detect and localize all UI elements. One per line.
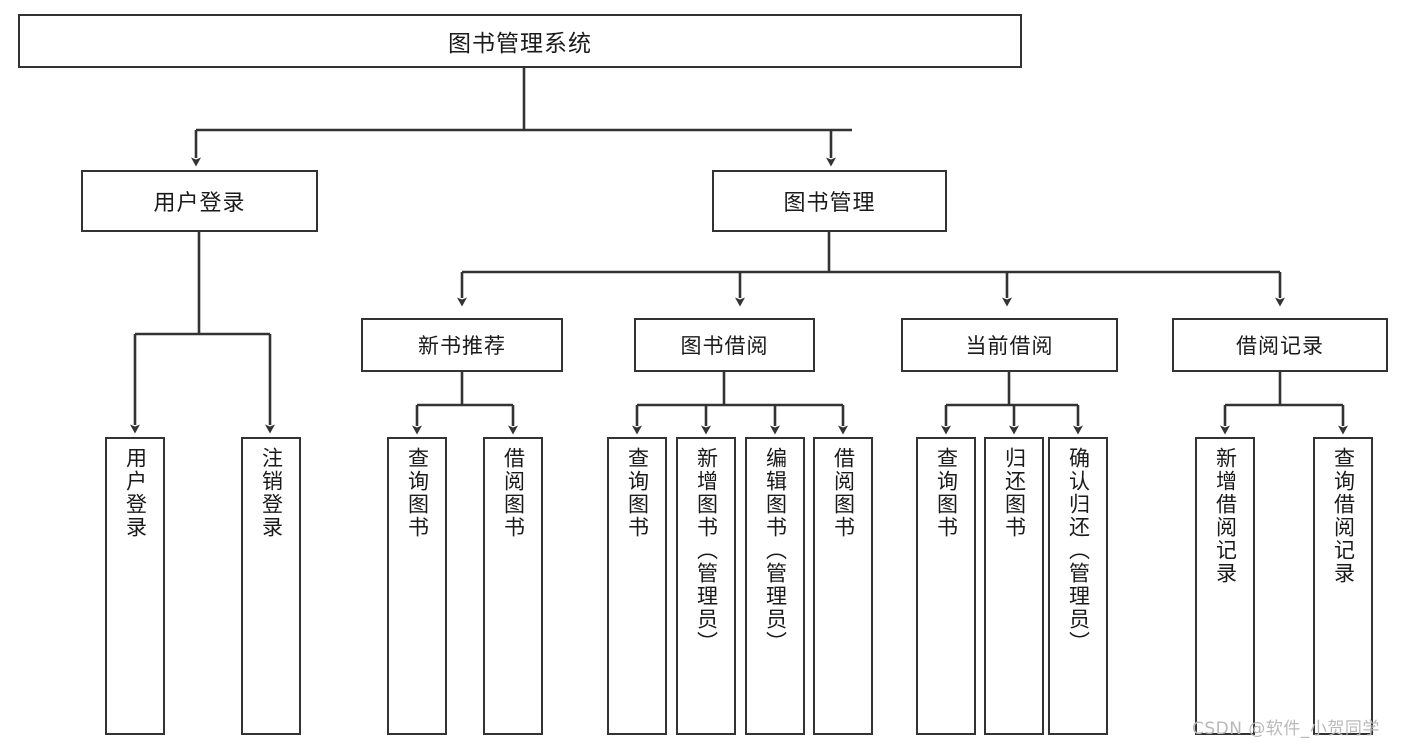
leaf-book-borrow-query[interactable]: 查询图书 [607, 437, 667, 735]
node-current-borrow[interactable]: 当前借阅 [901, 318, 1118, 372]
node-label: 用户登录 [123, 447, 148, 539]
node-book-management[interactable]: 图书管理 [712, 170, 947, 232]
node-label: 新书推荐 [418, 334, 506, 358]
leaf-borrow-record-query[interactable]: 查询借阅记录 [1313, 437, 1373, 735]
node-root-system[interactable]: 图书管理系统 [18, 14, 1022, 68]
node-label: 借阅图书 [831, 447, 856, 539]
leaf-current-borrow-return[interactable]: 归还图书 [984, 437, 1044, 735]
leaf-borrow-record-add[interactable]: 新增借阅记录 [1195, 437, 1255, 735]
leaf-new-book-borrow[interactable]: 借阅图书 [483, 437, 543, 735]
node-label: 查询图书 [934, 447, 959, 539]
node-label: 图书管理 [783, 191, 876, 216]
node-label: 注销登录 [259, 447, 284, 539]
leaf-book-borrow-edit[interactable]: 编辑图书（管理员） [745, 437, 805, 735]
node-label: 借阅图书 [501, 447, 526, 539]
node-label: 编辑图书（管理员） [763, 447, 788, 654]
node-label: 借阅记录 [1236, 334, 1324, 358]
node-label: 查询图书 [405, 447, 430, 539]
leaf-current-borrow-confirm-return[interactable]: 确认归还（管理员） [1048, 437, 1108, 735]
leaf-book-borrow-add[interactable]: 新增图书（管理员） [676, 437, 736, 735]
node-label: 查询借阅记录 [1331, 447, 1356, 585]
node-label: 确认归还（管理员） [1066, 447, 1091, 654]
leaf-new-book-query[interactable]: 查询图书 [387, 437, 447, 735]
node-label: 新增借阅记录 [1213, 447, 1238, 585]
node-label: 查询图书 [625, 447, 650, 539]
leaf-user-login-signin[interactable]: 用户登录 [105, 437, 165, 735]
node-label: 图书管理系统 [448, 31, 592, 57]
leaf-user-login-signout[interactable]: 注销登录 [241, 437, 301, 735]
node-label: 用户登录 [153, 191, 246, 216]
node-borrow-record[interactable]: 借阅记录 [1172, 318, 1388, 372]
node-user-login[interactable]: 用户登录 [81, 170, 318, 232]
node-label: 当前借阅 [965, 334, 1054, 358]
leaf-current-borrow-query[interactable]: 查询图书 [916, 437, 976, 735]
node-label: 新增图书（管理员） [694, 447, 719, 654]
node-label: 归还图书 [1002, 447, 1027, 539]
watermark-text: CSDN @软件_小贺同学 [1192, 719, 1380, 739]
node-book-borrow[interactable]: 图书借阅 [634, 318, 815, 372]
leaf-book-borrow-borrow[interactable]: 借阅图书 [813, 437, 873, 735]
node-label: 图书借阅 [680, 334, 769, 358]
node-new-book-recommend[interactable]: 新书推荐 [361, 318, 563, 372]
